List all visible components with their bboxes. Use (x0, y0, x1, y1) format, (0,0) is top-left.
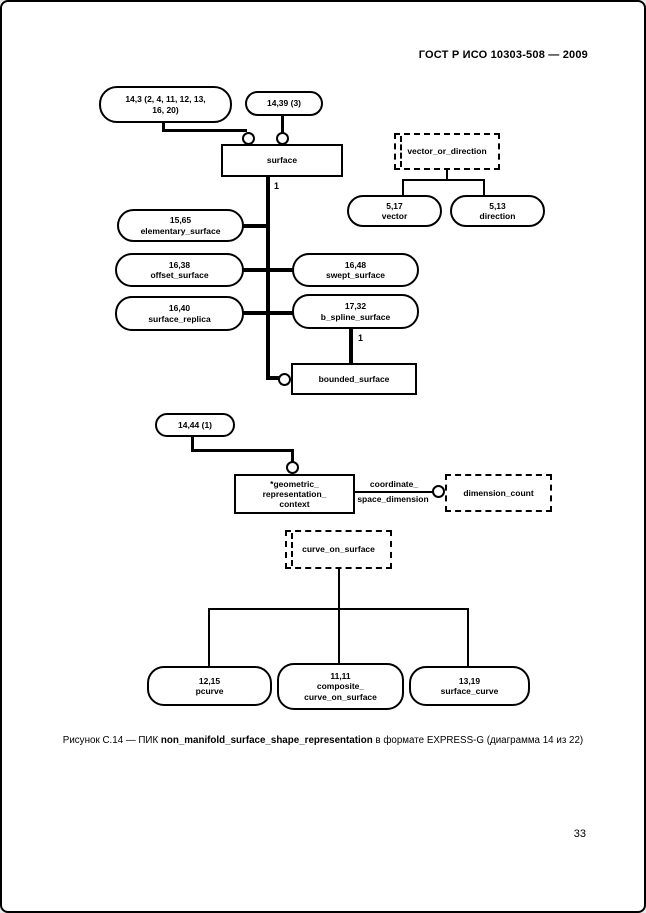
attribute-circle (432, 485, 445, 498)
entity-node-surface: surface (221, 144, 343, 177)
connector-line (162, 129, 247, 132)
ref-label: surface_replica (148, 313, 211, 324)
select-tree-line (467, 608, 469, 667)
cardinality-label: 1 (274, 181, 280, 191)
type-label: dimension_count (463, 487, 534, 498)
entity-label: *geometric_ (270, 478, 319, 489)
ref-page: 12,15 (198, 675, 221, 686)
ref-label: direction (479, 211, 516, 221)
attribute-name-line1: coordinate_ (369, 479, 419, 489)
select-double-edge (291, 533, 293, 566)
page-ref-circle (286, 461, 299, 474)
page-ref-text: 16, 20) (152, 104, 179, 115)
ref-node-surface-replica: 16,40 surface_replica (115, 296, 244, 331)
select-tree-line (402, 179, 404, 196)
ref-label: vector (381, 211, 408, 221)
ref-label: pcurve (195, 686, 224, 696)
ref-node-swept-surface: 16,48 swept_surface (292, 253, 419, 287)
ref-node-b-spline-surface: 17,32 b_spline_surface (292, 294, 419, 329)
ref-node-offset-surface: 16,38 offset_surface (115, 253, 244, 287)
select-tree-line (483, 179, 485, 196)
ref-node-direction: 5,13 direction (450, 195, 545, 227)
ref-page: 16,40 (168, 303, 191, 314)
ref-node-vector: 5,17 vector (347, 195, 442, 227)
ref-node-surface-curve: 13,19 surface_curve (409, 666, 530, 706)
ref-page: 5,13 (489, 200, 506, 211)
select-node-curve-on-surface: curve_on_surface (285, 530, 392, 569)
page-ref-text: 14,39 (3) (266, 98, 302, 109)
connector-line (162, 121, 165, 132)
ref-page: 11,11 (330, 671, 351, 682)
select-tree-line (338, 569, 340, 610)
ref-label: elementary_surface (140, 225, 221, 236)
type-node-dimension-count: dimension_count (445, 474, 552, 512)
ref-label: surface_curve (440, 686, 499, 696)
select-double-edge (400, 136, 402, 167)
select-tree-line (208, 608, 210, 667)
connector-line (191, 435, 194, 452)
ref-node-pcurve: 12,15 pcurve (147, 666, 272, 706)
subtype-branch-line (242, 311, 294, 315)
page-number: 33 (573, 828, 586, 840)
entity-node-bounded-surface: bounded_surface (291, 363, 417, 395)
ref-label: curve_on_surface (304, 691, 377, 702)
ref-page: 5,17 (386, 200, 403, 211)
page-ref-text: 14,3 (2, 4, 11, 12, 13, (125, 94, 206, 105)
attribute-name-line2: space_dimension (357, 494, 429, 504)
attribute-line (355, 491, 434, 493)
ref-page: 15,65 (169, 215, 192, 226)
page-ref-node-14-44: 14,44 (1) (155, 413, 235, 437)
subtype-circle (278, 373, 291, 386)
ref-label: offset_surface (150, 270, 209, 280)
caption-suffix: в формате EXPRESS-G (диаграмма 14 из 22) (372, 735, 584, 746)
cardinality-label: 1 (358, 333, 364, 343)
entity-label: bounded_surface (318, 373, 390, 384)
subtype-branch-line (349, 328, 353, 363)
connector-line (281, 114, 284, 133)
select-tree-line (446, 170, 448, 180)
caption-entity-name: non_manifold_surface_shape_representatio… (160, 735, 373, 746)
ref-page: 13,19 (458, 675, 481, 686)
figure-caption: Рисунок С.14 — ПИК non_manifold_surface_… (2, 735, 644, 746)
subtype-branch-line (242, 224, 268, 228)
entity-label: representation_ (262, 488, 327, 499)
ref-label: b_spline_surface (320, 311, 391, 322)
page-header: ГОСТ Р ИСО 10303-508 — 2009 (418, 49, 588, 61)
entity-label: context (279, 499, 310, 510)
ref-node-composite-curve-on-surface: 11,11 composite_ curve_on_surface (277, 663, 404, 710)
connector-line (291, 449, 294, 463)
supertype-trunk-line (266, 376, 279, 380)
ref-page: 16,38 (168, 259, 191, 270)
select-node-vector-or-direction: vector_or_direction (394, 133, 500, 170)
page-ref-text: 14,44 (1) (177, 419, 213, 430)
page-ref-node-14-39: 14,39 (3) (245, 91, 323, 116)
caption-prefix: Рисунок С.14 — ПИК (62, 735, 161, 746)
select-label: curve_on_surface (302, 544, 375, 555)
entity-node-geometric-representation-context: *geometric_ representation_ context (234, 474, 355, 514)
select-tree-line (402, 179, 485, 181)
ref-label: composite_ (316, 681, 365, 692)
entity-label: surface (266, 155, 298, 166)
ref-node-elementary-surface: 15,65 elementary_surface (117, 209, 244, 242)
select-tree-line (338, 608, 340, 665)
subtype-branch-line (242, 268, 294, 272)
ref-page: 16,48 (344, 259, 367, 270)
supertype-trunk-line (266, 177, 270, 380)
select-label: vector_or_direction (407, 146, 487, 157)
ref-page: 17,32 (344, 301, 367, 312)
connector-line (191, 449, 294, 452)
page-ref-node-14-3: 14,3 (2, 4, 11, 12, 13, 16, 20) (99, 86, 232, 123)
ref-label: swept_surface (325, 270, 386, 280)
